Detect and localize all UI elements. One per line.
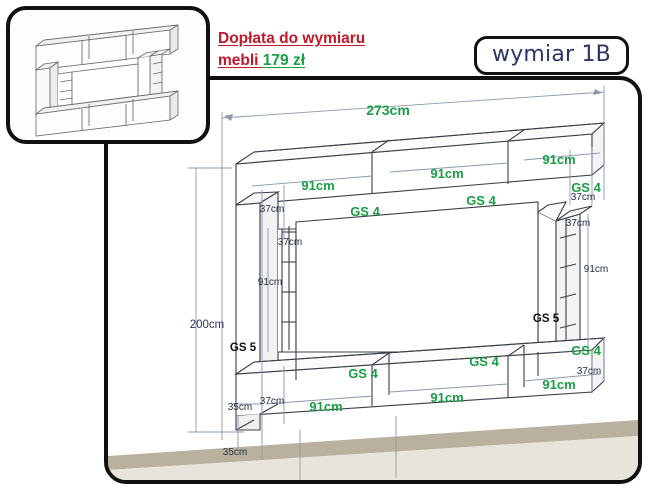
dim-total-height: 200cm: [190, 319, 225, 331]
dim-top-width-3: 91cm: [542, 152, 575, 167]
preview-thumbnail[interactable]: [6, 6, 210, 144]
headline: Dopłata do wymiaru mebli 179 zł: [218, 28, 448, 73]
dim-total-width: 273cm: [366, 102, 410, 118]
dim-bottom-width-2: 91cm: [430, 390, 463, 405]
dim-top-width-1: 91cm: [301, 178, 334, 193]
depth-bottom-right: 37cm: [577, 366, 601, 377]
module-right-column: GS 5: [533, 313, 560, 325]
module-left-column: GS 5: [230, 342, 257, 354]
depth-top-right: 37cm: [571, 192, 595, 203]
headline-line-2: mebli 179 zł: [218, 52, 306, 70]
module-bottom-3: GS 4: [571, 343, 601, 358]
dim-bottom-width-1: 91cm: [309, 399, 342, 414]
floor-plane: [108, 410, 638, 480]
headline-price: 179 zł: [262, 52, 306, 70]
module-bottom-2: GS 4: [469, 354, 499, 369]
depth-bottom-left: 37cm: [260, 396, 284, 407]
depth-top-left: 37cm: [260, 204, 284, 215]
height-col-right: 91cm: [584, 264, 608, 275]
headline-line-1: Dopłata do wymiaru: [218, 30, 366, 47]
depth-col-right: 37cm: [566, 218, 590, 229]
module-top-2: GS 4: [466, 193, 496, 208]
dim-bottom-width-3: 91cm: [542, 377, 575, 392]
module-top-1: GS 4: [350, 204, 380, 219]
height-col-left: 91cm: [258, 277, 282, 288]
depth-col-left: 37cm: [278, 237, 302, 248]
dim-top-width-2: 91cm: [430, 166, 463, 181]
module-bottom-1: GS 4: [348, 366, 378, 381]
variant-badge: wymiar 1B: [474, 36, 629, 75]
plinth-base-clearance: 35cm: [223, 447, 247, 458]
module-top-3: GS 4: [571, 180, 601, 195]
plinth-height: 35cm: [228, 402, 252, 413]
